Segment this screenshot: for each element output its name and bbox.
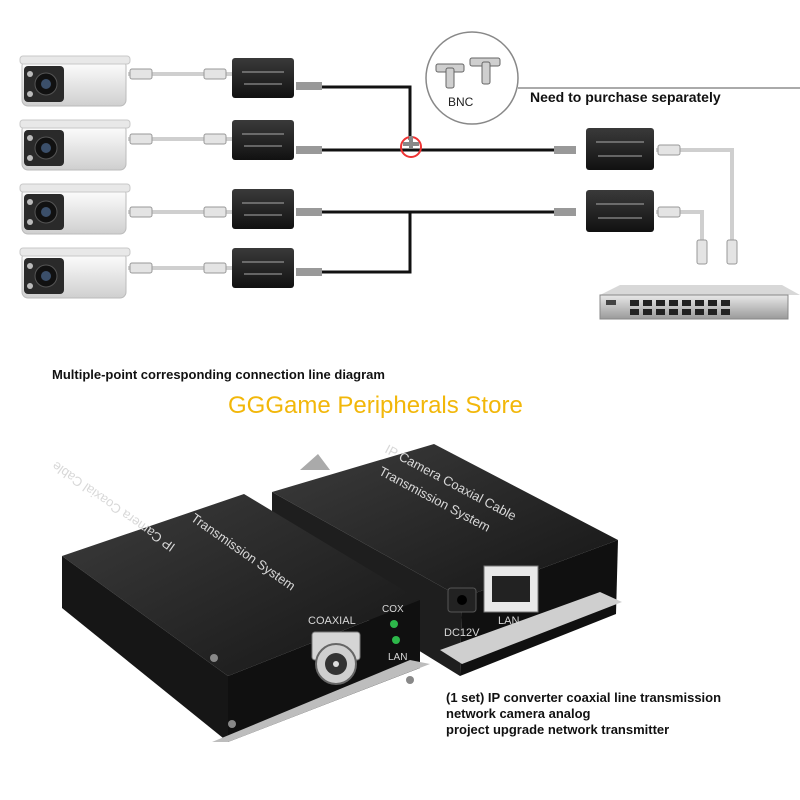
- bnc-t-connector: [400, 136, 422, 158]
- switch-patch-cables: [656, 144, 738, 265]
- transmitter-unit-4: [232, 248, 322, 288]
- ip-camera-3: [19, 183, 131, 235]
- lan-led-label: LAN: [388, 652, 407, 663]
- store-name-watermark: GGGame Peripherals Store: [228, 392, 523, 419]
- product-caption-line-3: project upgrade network transmitter: [446, 722, 670, 737]
- ip-camera-2: [19, 119, 131, 171]
- cox-led-label: COX: [382, 604, 404, 615]
- transmitter-unit-1: [232, 58, 322, 98]
- diagram-caption: Multiple-point corresponding connection …: [52, 367, 385, 382]
- dc12v-port: [447, 587, 477, 613]
- camera-patch-cables: [128, 68, 232, 274]
- bnc-label: BNC: [448, 95, 474, 109]
- bnc-t-icon-2: [469, 57, 501, 85]
- transmitter-unit-3: [232, 189, 322, 229]
- receiver-unit-1: [554, 128, 654, 170]
- purchase-separately-note: Need to purchase separately: [530, 89, 721, 105]
- bnc-callout: [425, 31, 800, 125]
- cox-led-indicator: [390, 620, 398, 628]
- bnc-t-icon-1: [435, 63, 465, 89]
- network-switch: [599, 285, 800, 320]
- coaxial-port-label: COAXIAL: [308, 615, 356, 627]
- ip-camera-1: [19, 55, 131, 107]
- dc12v-label: DC12V: [444, 627, 480, 639]
- front-screws: [210, 654, 414, 728]
- ip-camera-4: [19, 247, 131, 299]
- product-caption-line-1: (1 set) IP converter coaxial line transm…: [446, 690, 722, 705]
- product-unit-front: IP Camera Coaxial Cable Transmission Sys…: [49, 459, 430, 742]
- transmitter-unit-2: [232, 120, 322, 160]
- lan-led-indicator: [392, 636, 400, 644]
- rear-lan-label: LAN: [498, 615, 519, 627]
- bnc-coaxial-port: [311, 631, 361, 685]
- receiver-unit-2: [554, 190, 654, 232]
- product-caption-line-2: network camera analog: [446, 706, 591, 721]
- rear-lan-port: [483, 565, 539, 613]
- trunk-cables: [322, 85, 574, 274]
